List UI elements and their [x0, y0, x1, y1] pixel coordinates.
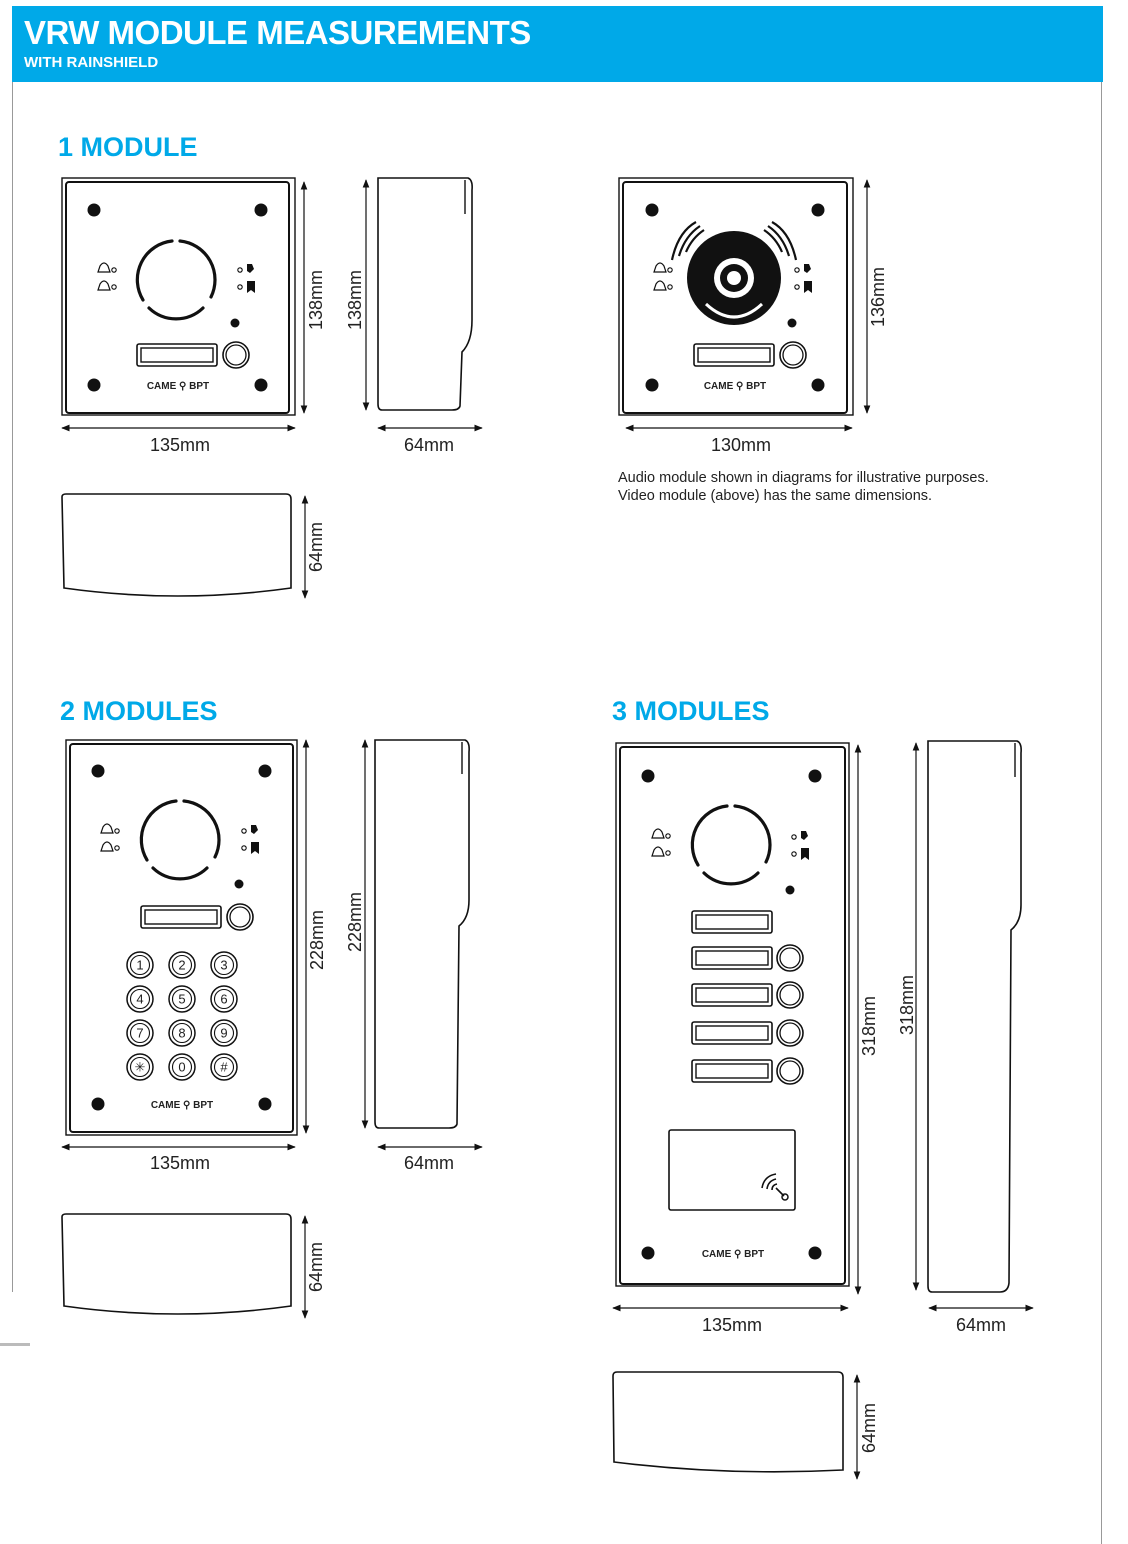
depth-label-1-side: 64mm — [404, 435, 454, 455]
keypad-key: 4 — [126, 985, 154, 1013]
keypad-key-label: 4 — [136, 992, 143, 1007]
keypad-key: 9 — [210, 1019, 238, 1047]
proximity-key-icon — [761, 1173, 789, 1201]
status-door-icon-video — [793, 263, 813, 294]
front-view-3-modules: CAME ⚲ BPT — [615, 742, 850, 1287]
keypad-key-label: 6 — [220, 992, 227, 1007]
call-button-icon-3-4 — [776, 1019, 804, 1047]
video-note-line-1: Audio module shown in diagrams for illus… — [618, 470, 989, 486]
brand-logo-2: CAME ⚲ BPT — [151, 1100, 213, 1111]
keypad-key: # — [210, 1053, 238, 1081]
speaker-grille-icon — [135, 239, 217, 321]
width-label-3: 135mm — [702, 1315, 762, 1335]
keypad-key-label: 7 — [136, 1026, 143, 1041]
keypad-key: 1 — [126, 951, 154, 979]
section-title-1-module: 1 MODULE — [58, 132, 198, 162]
depth-label-2-side: 64mm — [404, 1153, 454, 1173]
brand-logo-video: CAME ⚲ BPT — [704, 381, 766, 392]
page-title: VRW MODULE MEASUREMENTS — [24, 14, 531, 51]
top-view-2-modules — [61, 1213, 292, 1315]
side-view-2-modules — [374, 739, 470, 1129]
height-label-2-side: 228mm — [345, 892, 365, 952]
keypad-key-label: 8 — [178, 1026, 185, 1041]
keypad-key: 7 — [126, 1019, 154, 1047]
depth-label-2-top: 64mm — [306, 1242, 326, 1292]
depth-label-1-top: 64mm — [306, 522, 326, 572]
front-view-video-module: CAME ⚲ BPT — [618, 177, 854, 416]
page-subtitle: WITH RAINSHIELD — [24, 54, 159, 71]
page-header: VRW MODULE MEASUREMENTS WITH RAINSHIELD — [12, 6, 1103, 82]
height-label-video: 136mm — [868, 267, 888, 327]
keypad-key: ✳ — [126, 1053, 154, 1081]
name-plate — [136, 343, 218, 367]
video-note-line-2: Video module (above) has the same dimens… — [618, 488, 933, 504]
keypad-key: 5 — [168, 985, 196, 1013]
speaker-grille-icon-2 — [139, 799, 221, 881]
speaker-grille-icon-3 — [690, 804, 772, 886]
call-button-icon-3-3 — [776, 981, 804, 1009]
page-tab-mark — [0, 1343, 30, 1346]
status-bell-icon — [97, 262, 117, 291]
keypad-key: 0 — [168, 1053, 196, 1081]
keypad-key: 3 — [210, 951, 238, 979]
name-plate-3-2 — [691, 946, 773, 970]
width-label-2: 135mm — [150, 1153, 210, 1173]
page-border-right — [1101, 82, 1102, 1544]
front-view-1-module: CAME ⚲ BPT — [61, 177, 296, 416]
section-title-3-modules: 3 MODULES — [612, 696, 770, 726]
status-door-icon — [237, 263, 256, 294]
status-door-icon-3 — [790, 830, 810, 861]
status-bell-icon-2 — [100, 823, 120, 852]
top-view-3-modules — [612, 1371, 844, 1473]
keypad-key-label: 1 — [136, 958, 143, 973]
name-plate-video — [693, 343, 775, 367]
height-label-3-front: 318mm — [859, 996, 879, 1056]
keypad-key-label: # — [220, 1060, 228, 1075]
call-button-icon-2 — [226, 903, 254, 931]
top-view-1-module — [61, 493, 292, 597]
status-door-icon-2 — [241, 824, 260, 855]
side-view-1-module — [377, 177, 473, 411]
keypad-key-label: 5 — [178, 992, 185, 1007]
brand-logo-3: CAME ⚲ BPT — [702, 1249, 764, 1260]
keypad-key-label: 9 — [220, 1026, 227, 1041]
proximity-reader — [668, 1129, 796, 1211]
keypad-key-label: 3 — [220, 958, 227, 973]
name-plate-3-1 — [691, 910, 773, 934]
page-border-left — [12, 82, 13, 1292]
name-plate-3-5 — [691, 1059, 773, 1083]
camera-icon — [670, 221, 798, 325]
brand-logo: CAME ⚲ BPT — [147, 381, 209, 392]
call-button-icon-video — [779, 341, 807, 369]
depth-label-3-top: 64mm — [859, 1403, 879, 1453]
height-label-1-side: 138mm — [345, 270, 365, 330]
depth-label-3-side: 64mm — [956, 1315, 1006, 1335]
height-label-3-side: 318mm — [897, 975, 917, 1035]
height-label-2-front: 228mm — [307, 910, 327, 970]
call-button-icon-3-2 — [776, 944, 804, 972]
keypad-key-label: ✳ — [135, 1060, 146, 1075]
name-plate-3-3 — [691, 983, 773, 1007]
name-plate-2 — [140, 905, 222, 929]
section-title-2-modules: 2 MODULES — [60, 696, 218, 726]
video-note: Audio module shown in diagrams for illus… — [618, 469, 989, 505]
width-label-video: 130mm — [711, 435, 771, 455]
keypad-key-label: 2 — [178, 958, 185, 973]
keypad-key-label: 0 — [178, 1060, 185, 1075]
height-label-1-front: 138mm — [306, 270, 326, 330]
name-plate-3-4 — [691, 1021, 773, 1045]
status-bell-icon-3 — [651, 828, 672, 857]
side-view-3-modules — [927, 740, 1022, 1293]
call-button-icon — [222, 341, 250, 369]
keypad: 1 2 3 4 5 6 7 8 9 ✳ 0 # — [126, 951, 238, 1081]
call-button-icon-3-5 — [776, 1057, 804, 1085]
status-bell-icon-video — [653, 262, 674, 291]
width-label-1: 135mm — [150, 435, 210, 455]
keypad-key: 2 — [168, 951, 196, 979]
keypad-key: 8 — [168, 1019, 196, 1047]
front-view-2-modules: 1 2 3 4 5 6 7 8 9 ✳ 0 # CAME ⚲ BPT — [65, 739, 298, 1136]
keypad-key: 6 — [210, 985, 238, 1013]
